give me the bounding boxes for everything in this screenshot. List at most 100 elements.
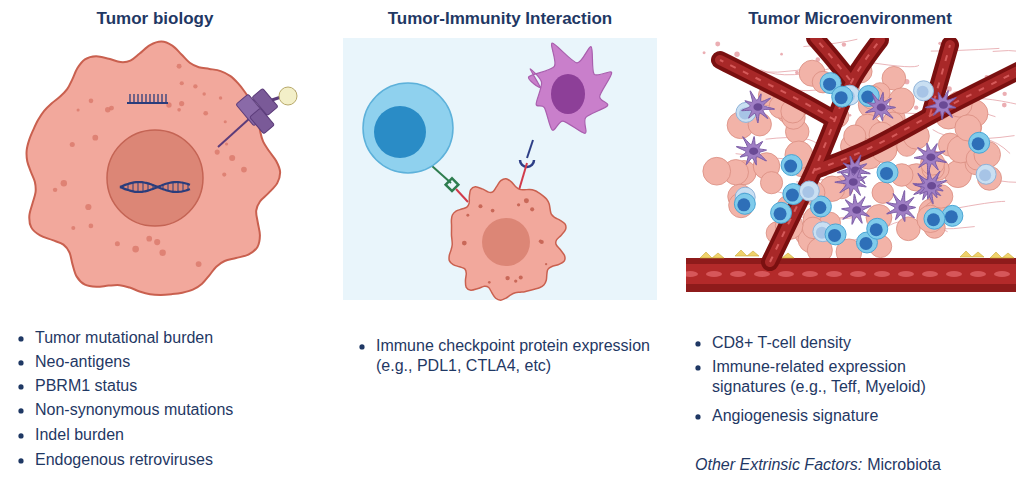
label-slot: Non-synonymous mutations xyxy=(35,400,305,420)
figure-shape xyxy=(154,239,160,245)
figure-shape xyxy=(161,94,162,103)
figure-shape xyxy=(462,241,467,246)
panel-title: Tumor Microenvironment xyxy=(690,8,1010,29)
figure-shape xyxy=(781,155,802,176)
figure-shape xyxy=(539,239,543,243)
figure-shape xyxy=(872,182,894,204)
figure-shape xyxy=(898,204,907,212)
figure-shape xyxy=(815,70,1016,170)
label-slot: PBRM1 status xyxy=(35,376,305,396)
bullet-item: PBRM1 status xyxy=(35,376,305,396)
figure-shape xyxy=(778,271,794,277)
figure-shape xyxy=(143,182,144,191)
figure-shape xyxy=(842,42,846,46)
figure-shape xyxy=(802,186,814,198)
figure-shape xyxy=(163,185,164,189)
figure-shape xyxy=(71,226,75,230)
figure-shape xyxy=(241,167,247,173)
figure-shape xyxy=(859,237,872,250)
figure-shape xyxy=(157,94,158,103)
figure-shape xyxy=(527,140,533,158)
figure-shape xyxy=(795,71,799,75)
label-slot: Immune-related expression signatures (e.… xyxy=(712,357,982,397)
figure-shape xyxy=(700,252,724,258)
figure-shape xyxy=(880,167,893,180)
figure-shape xyxy=(196,261,202,267)
figure-shape xyxy=(706,271,722,277)
figure-shape xyxy=(861,91,874,104)
figure-shape xyxy=(734,52,739,57)
figure-shape xyxy=(491,209,495,213)
figure-shape xyxy=(799,181,819,201)
figure-shape xyxy=(133,94,134,103)
figure-shape xyxy=(990,252,1014,258)
label-slot: Other Extrinsic Factors: xyxy=(695,455,862,475)
figure-shape xyxy=(514,279,517,282)
figure-shape xyxy=(1002,103,1007,108)
panel-ground xyxy=(343,38,657,300)
bullet-item: Tumor mutational burden xyxy=(35,328,305,348)
figure-shape xyxy=(915,169,947,199)
figure-shape xyxy=(115,241,120,246)
figure-shape xyxy=(218,118,250,147)
figure-shape xyxy=(914,143,946,175)
figure-shape xyxy=(224,120,227,123)
figure-shape xyxy=(545,263,547,265)
bullet-item: Angiogenesis signature xyxy=(712,406,1002,426)
figure-shape xyxy=(85,204,91,210)
figure-shape xyxy=(363,83,453,173)
label-slot: Tumor-Immunity Interaction xyxy=(340,8,660,29)
figure-shape xyxy=(519,163,527,190)
figure-shape xyxy=(737,198,750,211)
figure-shape xyxy=(61,180,67,186)
figure-shape xyxy=(852,206,861,214)
bullet-dot xyxy=(18,336,23,341)
figure-shape xyxy=(466,214,469,217)
figure-shape xyxy=(153,185,154,189)
figure-shape xyxy=(826,271,842,277)
figure-shape xyxy=(202,92,205,95)
figure-shape xyxy=(828,229,841,242)
figure-shape xyxy=(250,108,275,134)
figure-shape xyxy=(478,204,482,208)
figure-shape xyxy=(1002,92,1006,96)
bullet-dot xyxy=(695,341,700,346)
figure-shape xyxy=(193,84,197,88)
figure-shape xyxy=(178,182,179,192)
figure-shape xyxy=(70,142,75,147)
figure-shape xyxy=(222,173,226,177)
figure-shape xyxy=(877,162,898,183)
figure-shape xyxy=(215,150,220,155)
bullet-item: Indel burden xyxy=(35,425,305,445)
figure-shape xyxy=(945,210,958,223)
bullet-dot xyxy=(695,365,700,370)
figure-shape xyxy=(994,271,1010,277)
bullet-item: Immune checkpoint protein expression (e.… xyxy=(376,336,654,376)
figure-shape xyxy=(926,153,935,161)
figure-shape xyxy=(449,179,566,301)
figure-shape xyxy=(815,70,1016,170)
figure-shape xyxy=(77,108,80,111)
figure-shape xyxy=(132,246,139,253)
figure-shape xyxy=(703,51,706,54)
figure-shape xyxy=(754,271,770,277)
figure-shape xyxy=(129,94,130,103)
microenvironment-figure xyxy=(686,38,1016,298)
bullet-dot xyxy=(359,344,364,349)
figure-shape xyxy=(219,96,222,99)
figure-shape xyxy=(898,271,914,277)
figure-shape xyxy=(488,281,491,284)
figure-shape xyxy=(686,271,698,277)
figure-shape xyxy=(972,137,985,150)
label-slot: Tumor Microenvironment xyxy=(690,8,1010,29)
interaction-figure xyxy=(363,43,612,300)
figure-shape xyxy=(505,276,509,280)
figure-shape xyxy=(482,218,530,266)
figure-shape xyxy=(109,106,114,111)
bullet-dot xyxy=(18,360,23,365)
figure-shape xyxy=(177,64,182,69)
figure-shape xyxy=(123,186,124,188)
figure-shape xyxy=(229,155,235,161)
panel-title: Tumor-Immunity Interaction xyxy=(340,8,660,29)
